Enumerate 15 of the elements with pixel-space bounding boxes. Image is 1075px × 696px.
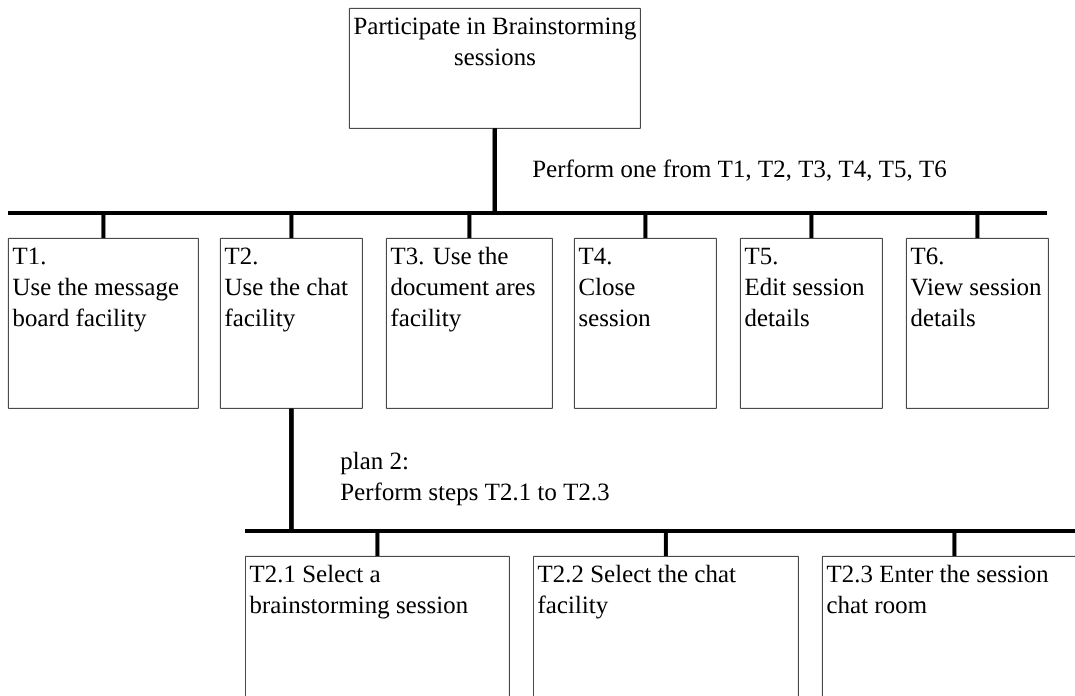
plan-label: Perform one from T1, T2, T3, T4, T5, T6: [532, 159, 946, 181]
task-box: T2.3 Enter the session chat room: [822, 556, 1075, 696]
task-box: T5. Edit session details: [740, 238, 883, 409]
task-box: T2.2 Select the chat facility: [533, 556, 799, 696]
task-box: T2.1 Select a brainstorming session: [245, 556, 510, 696]
connector: [492, 128, 980, 238]
goal-box: Participate in Brainstorming sessions: [349, 8, 641, 129]
task-box: T1. Use the message board facility: [8, 238, 199, 409]
connector: [289, 408, 957, 556]
task-box: T2. Use the chat facility: [220, 238, 363, 409]
task-box: T4. Close session: [574, 238, 717, 409]
plan-label: plan 2:: [340, 451, 407, 475]
plan-label: Perform steps T2.1 to T2.3: [340, 482, 609, 506]
task-box: T3. Use the document ares facility: [386, 238, 553, 409]
task-box: T6. View session details: [906, 238, 1049, 409]
